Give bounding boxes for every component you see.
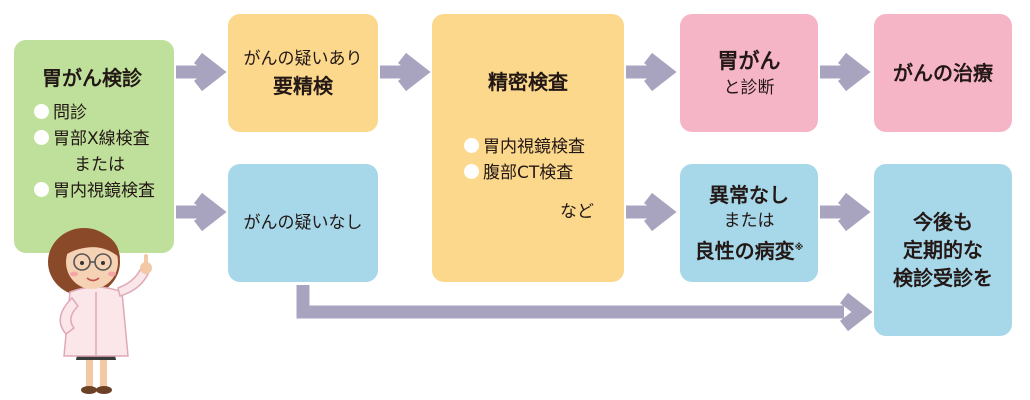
regular-line3: 検診受診を [893,266,993,290]
note-mark: ※ [794,243,804,253]
detailed-items: 胃内視鏡検査 腹部CT検査 [464,134,585,186]
doctor-icon [48,228,152,394]
detailed-title: 精密検査 [488,70,568,94]
not-suspected-box: がんの疑いなし [228,164,378,282]
regular-box: 今後も 定期的な 検診受診を [874,164,1012,336]
bullet-icon [34,130,49,145]
diagnosed-line2: と診断 [723,77,775,98]
arrow-not-suspected-to-regular [296,285,844,319]
suspected-box: がんの疑いあり 要精検 [228,14,378,132]
detailed-etc: など [560,202,594,222]
benign-line2: または [723,211,775,231]
regular-line2: 定期的な [903,238,983,262]
not-suspected-label: がんの疑いなし [243,212,363,233]
list-item: 胃内視鏡検査 [464,134,585,160]
screening-box: 胃がん検診 問診 胃部X線検査 または 胃内視鏡検査 [14,40,174,253]
list-item: 腹部CT検査 [464,160,585,186]
benign-box: 異常なし または 良性の病変※ [680,164,818,282]
bullet-icon [34,182,49,197]
bullet-icon [464,138,479,153]
bullet-icon [34,104,49,119]
benign-line1: 異常なし [709,183,789,207]
treatment-label: がんの治療 [893,61,993,85]
list-item: 問診 [34,100,174,126]
regular-line1: 今後も [913,210,973,234]
screening-title: 胃がん検診 [42,66,142,90]
list-item: 胃内視鏡検査 [34,178,174,204]
screening-items: 問診 胃部X線検査 または 胃内視鏡検査 [34,100,174,204]
suspected-line2: 要精検 [273,73,333,98]
benign-line3: 良性の病変※ [694,239,804,263]
suspected-line1: がんの疑いあり [243,48,363,69]
treatment-box: がんの治療 [874,14,1012,132]
detailed-box: 精密検査 胃内視鏡検査 腹部CT検査 など [432,14,624,282]
bullet-icon [464,164,479,179]
diagnosed-box: 胃がん と診断 [680,14,818,132]
list-item: 胃部X線検査 [34,126,174,152]
screening-or: または [74,155,125,175]
diagnosed-line1: 胃がん [717,48,781,73]
